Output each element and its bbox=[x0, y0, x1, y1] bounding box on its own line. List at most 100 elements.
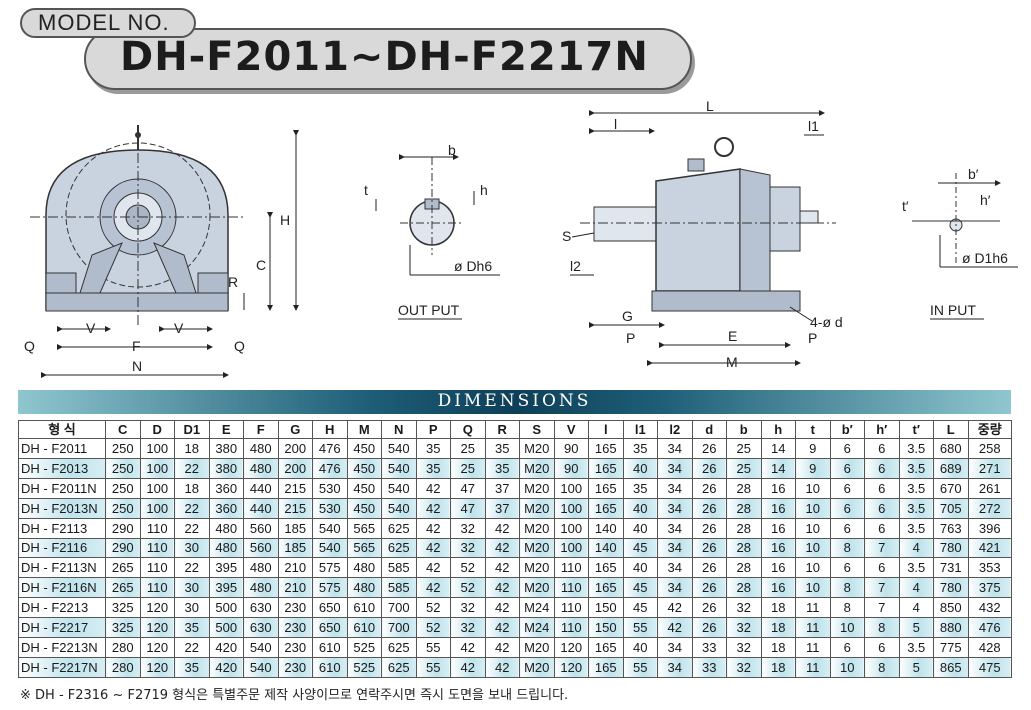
table-cell: 40 bbox=[622, 497, 658, 519]
table-cell: 33 bbox=[691, 637, 727, 658]
table-cell: 32 bbox=[450, 517, 486, 539]
table-cell: 165 bbox=[588, 457, 624, 479]
front-dim-Q-right: Q bbox=[234, 338, 245, 354]
table-cell: 120 bbox=[139, 656, 175, 679]
column-header: M bbox=[346, 420, 382, 439]
table-cell: 34 bbox=[657, 537, 693, 559]
table-cell: 480 bbox=[346, 557, 382, 579]
table-cell: 5 bbox=[898, 617, 934, 639]
table-cell: 42 bbox=[415, 497, 451, 519]
table-cell: 432 bbox=[967, 597, 1012, 619]
column-header: S bbox=[519, 420, 555, 439]
table-cell: 34 bbox=[657, 577, 693, 599]
table-cell: 18 bbox=[760, 597, 796, 619]
table-cell: 18 bbox=[174, 438, 210, 459]
side-dim-M: M bbox=[726, 354, 738, 370]
table-cell: 215 bbox=[277, 497, 313, 519]
table-cell: 4 bbox=[898, 577, 934, 599]
table-cell: 11 bbox=[795, 617, 831, 639]
table-cell: M20 bbox=[519, 517, 555, 539]
output-shaft-drawing: b t h ø Dh6 OUT PUT bbox=[364, 142, 500, 320]
table-cell: 185 bbox=[277, 537, 313, 559]
table-cell: 100 bbox=[553, 517, 589, 539]
column-header: E bbox=[208, 420, 244, 439]
side-dim-bolt-holes: 4-ø d bbox=[810, 314, 843, 330]
table-cell: M20 bbox=[519, 577, 555, 599]
table-cell: 625 bbox=[381, 637, 417, 658]
table-cell: 34 bbox=[657, 656, 693, 679]
table-cell: 150 bbox=[588, 597, 624, 619]
table-cell: 26 bbox=[691, 557, 727, 579]
table-cell: 140 bbox=[588, 517, 624, 539]
dimensions-title: DIMENSIONS bbox=[437, 391, 592, 411]
table-cell: 540 bbox=[243, 637, 279, 658]
table-cell: 420 bbox=[208, 637, 244, 658]
table-cell: 32 bbox=[450, 597, 486, 619]
table-cell: 421 bbox=[967, 537, 1012, 559]
column-header: 중량 bbox=[967, 420, 1012, 439]
model-cell: DH - F2113N bbox=[18, 557, 106, 579]
side-dim-l2: l2 bbox=[570, 258, 581, 274]
table-cell: 560 bbox=[243, 517, 279, 539]
column-header: Q bbox=[450, 420, 486, 439]
table-cell: 280 bbox=[105, 656, 141, 679]
column-header: t bbox=[795, 420, 831, 439]
column-header: D bbox=[139, 420, 175, 439]
column-header: h′ bbox=[864, 420, 900, 439]
table-cell: 450 bbox=[346, 497, 382, 519]
title-bar bbox=[84, 28, 692, 90]
table-cell: 32 bbox=[726, 597, 762, 619]
table-cell: 440 bbox=[243, 477, 279, 499]
table-cell: 250 bbox=[105, 438, 141, 459]
model-cell: DH - F2013 bbox=[18, 457, 106, 479]
table-cell: 40 bbox=[622, 637, 658, 658]
table-cell: 47 bbox=[450, 477, 486, 499]
table-cell: 42 bbox=[484, 617, 520, 639]
table-cell: 110 bbox=[139, 517, 175, 539]
table-cell: 100 bbox=[553, 477, 589, 499]
table-cell: 540 bbox=[381, 438, 417, 459]
column-header: H bbox=[312, 420, 348, 439]
table-cell: 610 bbox=[346, 597, 382, 619]
table-cell: 32 bbox=[726, 617, 762, 639]
table-cell: 480 bbox=[243, 438, 279, 459]
table-cell: 32 bbox=[726, 656, 762, 679]
table-cell: 18 bbox=[760, 656, 796, 679]
table-cell: 375 bbox=[967, 577, 1012, 599]
table-cell: 10 bbox=[795, 537, 831, 559]
table-cell: 165 bbox=[588, 438, 624, 459]
column-header: d bbox=[691, 420, 727, 439]
table-cell: 22 bbox=[174, 517, 210, 539]
table-cell: 610 bbox=[346, 617, 382, 639]
table-cell: 230 bbox=[277, 637, 313, 658]
table-cell: 28 bbox=[726, 557, 762, 579]
table-cell: 865 bbox=[933, 656, 969, 679]
table-cell: 6 bbox=[829, 438, 865, 459]
input-caption: IN PUT bbox=[930, 302, 976, 318]
table-cell: 11 bbox=[795, 597, 831, 619]
table-cell: 7 bbox=[864, 537, 900, 559]
table-cell: 35 bbox=[174, 617, 210, 639]
table-cell: 35 bbox=[174, 656, 210, 679]
model-cell: DH - F2213N bbox=[18, 637, 106, 658]
table-cell: 35 bbox=[622, 477, 658, 499]
front-dim-Q-left: Q bbox=[24, 338, 35, 354]
table-cell: M20 bbox=[519, 637, 555, 658]
table-cell: 480 bbox=[208, 537, 244, 559]
model-cell: DH - F2011N bbox=[18, 477, 106, 499]
table-cell: 34 bbox=[657, 477, 693, 499]
table-cell: 6 bbox=[864, 517, 900, 539]
table-cell: 11 bbox=[795, 637, 831, 658]
model-cell: DH - F2013N bbox=[18, 497, 106, 519]
table-cell: 4 bbox=[898, 597, 934, 619]
table-cell: 480 bbox=[243, 457, 279, 479]
model-cell: DH - F2113 bbox=[18, 517, 106, 539]
side-view-drawing: L l l1 S l2 G E P P M 4-ø d bbox=[562, 98, 843, 370]
table-cell: 55 bbox=[415, 656, 451, 679]
table-cell: 52 bbox=[450, 557, 486, 579]
